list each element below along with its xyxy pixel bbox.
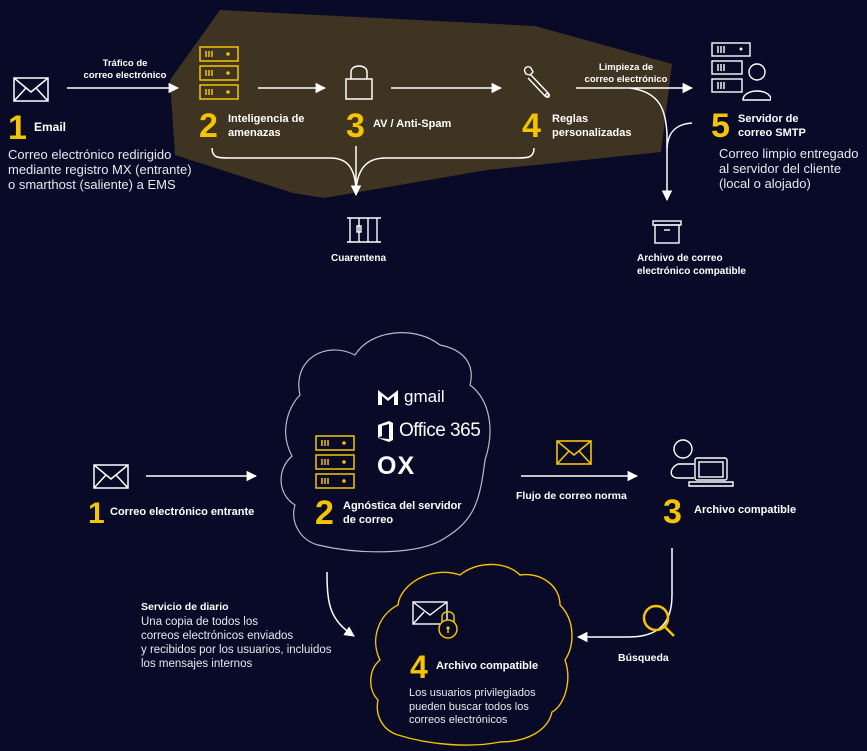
bottom-step-1-title: Correo electrónico entrante [110, 506, 255, 518]
office-icon [378, 420, 393, 442]
arrow-journal [326, 571, 355, 637]
bottom-step-1-number: 1 [88, 497, 105, 530]
search-icon [642, 604, 675, 637]
envelope-icon [13, 77, 49, 102]
step-3-number: 3 [346, 107, 365, 145]
gmail-logo: gmail [377, 387, 445, 407]
envelope-icon [93, 464, 129, 489]
bottom-step-2-number: 2 [315, 494, 334, 532]
locked-envelope-icon [412, 601, 458, 639]
step-5-title: Servidor de correo SMTP [738, 113, 806, 139]
quarantine-label: Cuarentena [331, 253, 387, 264]
bottom-step-4-title: Archivo compatible [436, 660, 539, 672]
step-1-number: 1 [8, 109, 27, 147]
quarantine-cell-icon [347, 217, 381, 243]
cloud-compliant-archive [370, 563, 573, 746]
step-1-title: Email [34, 120, 67, 134]
bottom-step-3-title: Archivo compatible [694, 504, 797, 516]
gmail-icon [378, 389, 398, 405]
archive-box-icon [652, 220, 682, 244]
step-4-number: 4 [522, 107, 541, 145]
server-user-icon [711, 42, 771, 101]
step-3-title: AV / Anti-Spam [373, 118, 452, 130]
server-stack-icon [315, 435, 355, 489]
cloud-server-agnostic [280, 332, 491, 553]
edge-label-normal-flow: Flujo de correo norma [516, 490, 627, 502]
journal-title: Servicio de diario [141, 601, 229, 613]
bottom-step-3-number: 3 [663, 493, 682, 531]
archive-label: Archivo de correo electrónico compatible [637, 253, 746, 277]
step-2-title: Inteligencia de amenazas [228, 113, 305, 139]
user-laptop-icon [670, 439, 734, 487]
bracket-to-quarantine [211, 147, 357, 191]
branch-to-archive [629, 87, 673, 202]
step-5-description: Correo limpio entregado al servidor del … [719, 146, 859, 191]
padlock-icon [345, 65, 373, 100]
wrench-icon [523, 66, 550, 98]
envelope-icon [556, 440, 592, 465]
step-1-description: Correo electrónico redirigido mediante r… [8, 147, 192, 192]
step-4-title: Reglas personalizadas [552, 113, 632, 139]
security-zone [170, 10, 672, 198]
step-5-number: 5 [711, 107, 730, 145]
bottom-step-4-description: Los usuarios privilegiados pueden buscar… [409, 687, 536, 726]
edge-label-traffic: Tráfico de correo electrónico [83, 58, 167, 81]
edge-label-search: Búsqueda [618, 652, 669, 664]
arrow-search [576, 548, 673, 643]
ox-logo: OX [377, 452, 416, 480]
step-2-number: 2 [199, 107, 218, 145]
bottom-step-2-title: Agnóstica del servidor de correo [343, 500, 462, 526]
office365-logo: Office 365 [377, 420, 481, 442]
journal-description: Una copia de todos los correos electróni… [141, 616, 332, 670]
server-stack-icon [199, 46, 239, 100]
edge-label-cleaning: Limpieza de correo electrónico [584, 62, 668, 85]
bottom-step-4-number: 4 [410, 649, 428, 685]
